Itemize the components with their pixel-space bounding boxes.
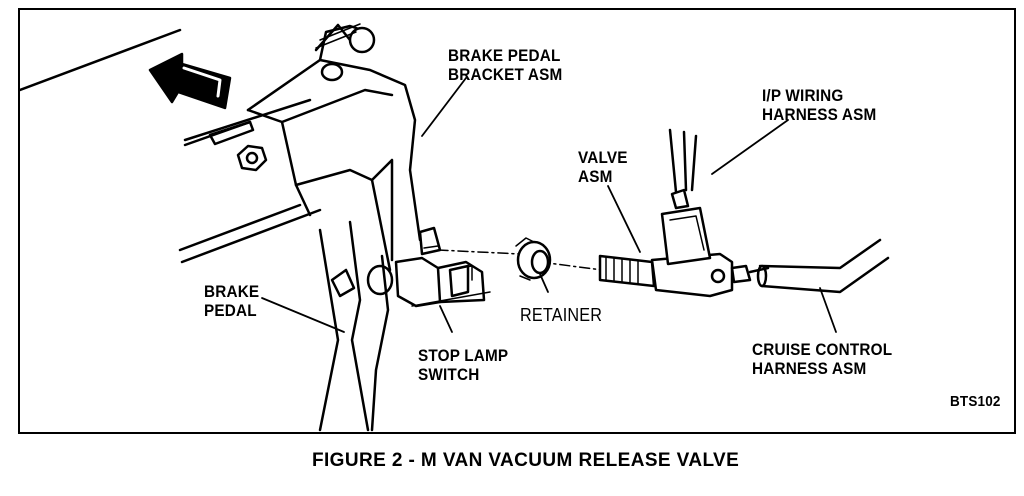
label-stop-lamp-switch: STOP LAMP SWITCH xyxy=(418,346,509,384)
leader-retainer xyxy=(539,273,549,293)
label-cruise-control-harness: CRUISE CONTROL HARNESS ASM xyxy=(752,340,893,378)
firewall-panel xyxy=(20,28,322,264)
cruise-control-harness xyxy=(748,238,890,294)
label-brake-pedal-bracket: BRAKE PEDAL BRACKET ASM xyxy=(448,46,563,84)
mounting-nut xyxy=(236,144,268,172)
vacuum-release-valve xyxy=(598,188,752,298)
label-ip-wiring-harness: I/P WIRING HARNESS ASM xyxy=(762,86,877,124)
ip-wiring-harness xyxy=(668,128,698,194)
stop-lamp-switch xyxy=(394,226,491,308)
leader-lines xyxy=(261,77,837,333)
figure-caption: FIGURE 2 - M VAN VACUUM RELEASE VALVE xyxy=(312,450,740,471)
label-valve-asm: VALVE ASM xyxy=(578,148,628,186)
figure-code: BTS102 xyxy=(950,393,1001,410)
brake-pedal-bracket xyxy=(246,23,422,272)
vacuum-release-valve-illustration xyxy=(20,23,890,432)
leader-cruise xyxy=(819,287,837,333)
diagram-frame: BRAKE PEDAL BRACKET ASM I/P WIRING HARNE… xyxy=(18,8,1016,434)
leader-bracket xyxy=(421,77,467,137)
leader-brake-pedal xyxy=(261,297,345,333)
leader-stop-lamp xyxy=(439,305,453,333)
retainer-clip xyxy=(515,237,552,281)
direction-arrow-icon xyxy=(148,52,232,110)
leader-wiring xyxy=(711,119,789,175)
label-retainer: RETAINER xyxy=(520,305,603,325)
label-brake-pedal: BRAKE PEDAL xyxy=(204,282,260,320)
leader-valve xyxy=(607,185,641,253)
brake-pedal-arm xyxy=(318,220,394,432)
